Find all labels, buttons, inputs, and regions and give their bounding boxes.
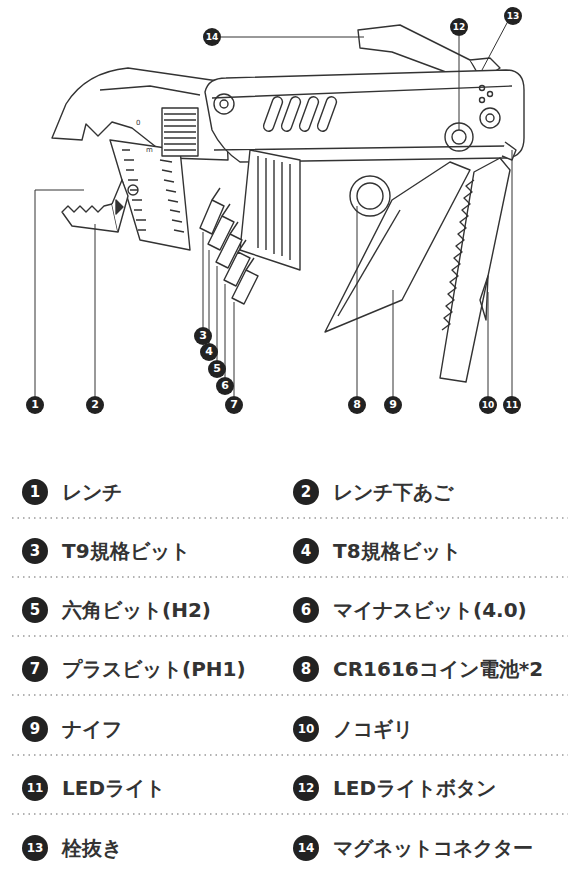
callout-number: 2 — [86, 396, 104, 414]
legend-row: 10 ノコギリ — [293, 716, 413, 742]
callout-number: 8 — [348, 396, 366, 414]
number-badge: 14 — [293, 835, 319, 861]
callout-number: 10 — [479, 396, 497, 414]
legend-row: 8 CR1616コイン電池*2 — [293, 656, 543, 682]
legend-row: 4 T8規格ビット — [293, 538, 461, 564]
legend-row: 11 LEDライト — [22, 775, 165, 801]
legend-row: 14 マグネットコネクター — [293, 835, 533, 861]
number-badge: 12 — [293, 775, 319, 801]
callout-number: 7 — [225, 396, 243, 414]
part-name: T9規格ビット — [62, 538, 190, 564]
callout-number: 6 — [216, 377, 234, 395]
legend-row: 12 LEDライトボタン — [293, 775, 496, 801]
number-badge: 6 — [293, 597, 319, 623]
callout-number: 9 — [384, 396, 402, 414]
part-name: マイナスビット(4.0) — [333, 597, 527, 623]
callout-number: 5 — [208, 360, 226, 378]
legend-row: 3 T9規格ビット — [22, 538, 190, 564]
number-badge: 9 — [22, 716, 48, 742]
number-badge: 10 — [293, 716, 319, 742]
number-badge: 1 — [22, 479, 48, 505]
callout-number: 8 — [348, 396, 366, 414]
part-name: マグネットコネクター — [333, 835, 533, 861]
part-name: LEDライトボタン — [333, 775, 496, 801]
number-badge: 5 — [22, 597, 48, 623]
part-name: LEDライト — [62, 775, 165, 801]
part-name: 栓抜き — [62, 835, 122, 861]
number-badge: 8 — [293, 656, 319, 682]
legend-row: 6 マイナスビット(4.0) — [293, 597, 527, 623]
legend-row: 7 プラスビット(PH1) — [22, 656, 246, 682]
legend-row: 2 レンチ下あご — [293, 479, 453, 505]
callout-number: 12 — [450, 18, 468, 36]
number-badge: 3 — [22, 538, 48, 564]
callout-number: 14 — [203, 28, 221, 46]
part-name: レンチ — [62, 479, 122, 505]
callout-number: 13 — [504, 7, 522, 25]
legend-row: 1 レンチ — [22, 479, 122, 505]
callout-number: 13 — [504, 7, 522, 25]
number-badge: 2 — [293, 479, 319, 505]
part-name: T8規格ビット — [333, 538, 461, 564]
callout-number: 6 — [216, 377, 234, 395]
callout-number: 4 — [200, 343, 218, 361]
svg-text:m: m — [146, 146, 153, 154]
number-badge: 11 — [22, 775, 48, 801]
callout-number: 12 — [450, 18, 468, 36]
legend-row: 13 栓抜き — [22, 835, 122, 861]
callout-number: 10 — [479, 396, 497, 414]
part-name: ナイフ — [62, 716, 122, 742]
legend-row: 9 ナイフ — [22, 716, 122, 742]
legend-row: 5 六角ビット(H2) — [22, 597, 211, 623]
callout-number: 1 — [26, 396, 44, 414]
callout-number: 11 — [503, 396, 521, 414]
part-name: 六角ビット(H2) — [62, 597, 211, 623]
part-name: プラスビット(PH1) — [62, 656, 246, 682]
callout-number: 9 — [384, 396, 402, 414]
callout-number: 4 — [200, 343, 218, 361]
callout-number: 2 — [86, 396, 104, 414]
callout-number: 1 — [26, 396, 44, 414]
svg-text:0: 0 — [136, 119, 140, 127]
callout-number: 11 — [503, 396, 521, 414]
callout-number: 14 — [203, 28, 221, 46]
callout-number: 5 — [208, 360, 226, 378]
callout-number: 7 — [225, 396, 243, 414]
number-badge: 4 — [293, 538, 319, 564]
number-badge: 13 — [22, 835, 48, 861]
number-badge: 7 — [22, 656, 48, 682]
part-name: ノコギリ — [333, 716, 413, 742]
part-name: CR1616コイン電池*2 — [333, 656, 543, 682]
part-name: レンチ下あご — [333, 479, 453, 505]
